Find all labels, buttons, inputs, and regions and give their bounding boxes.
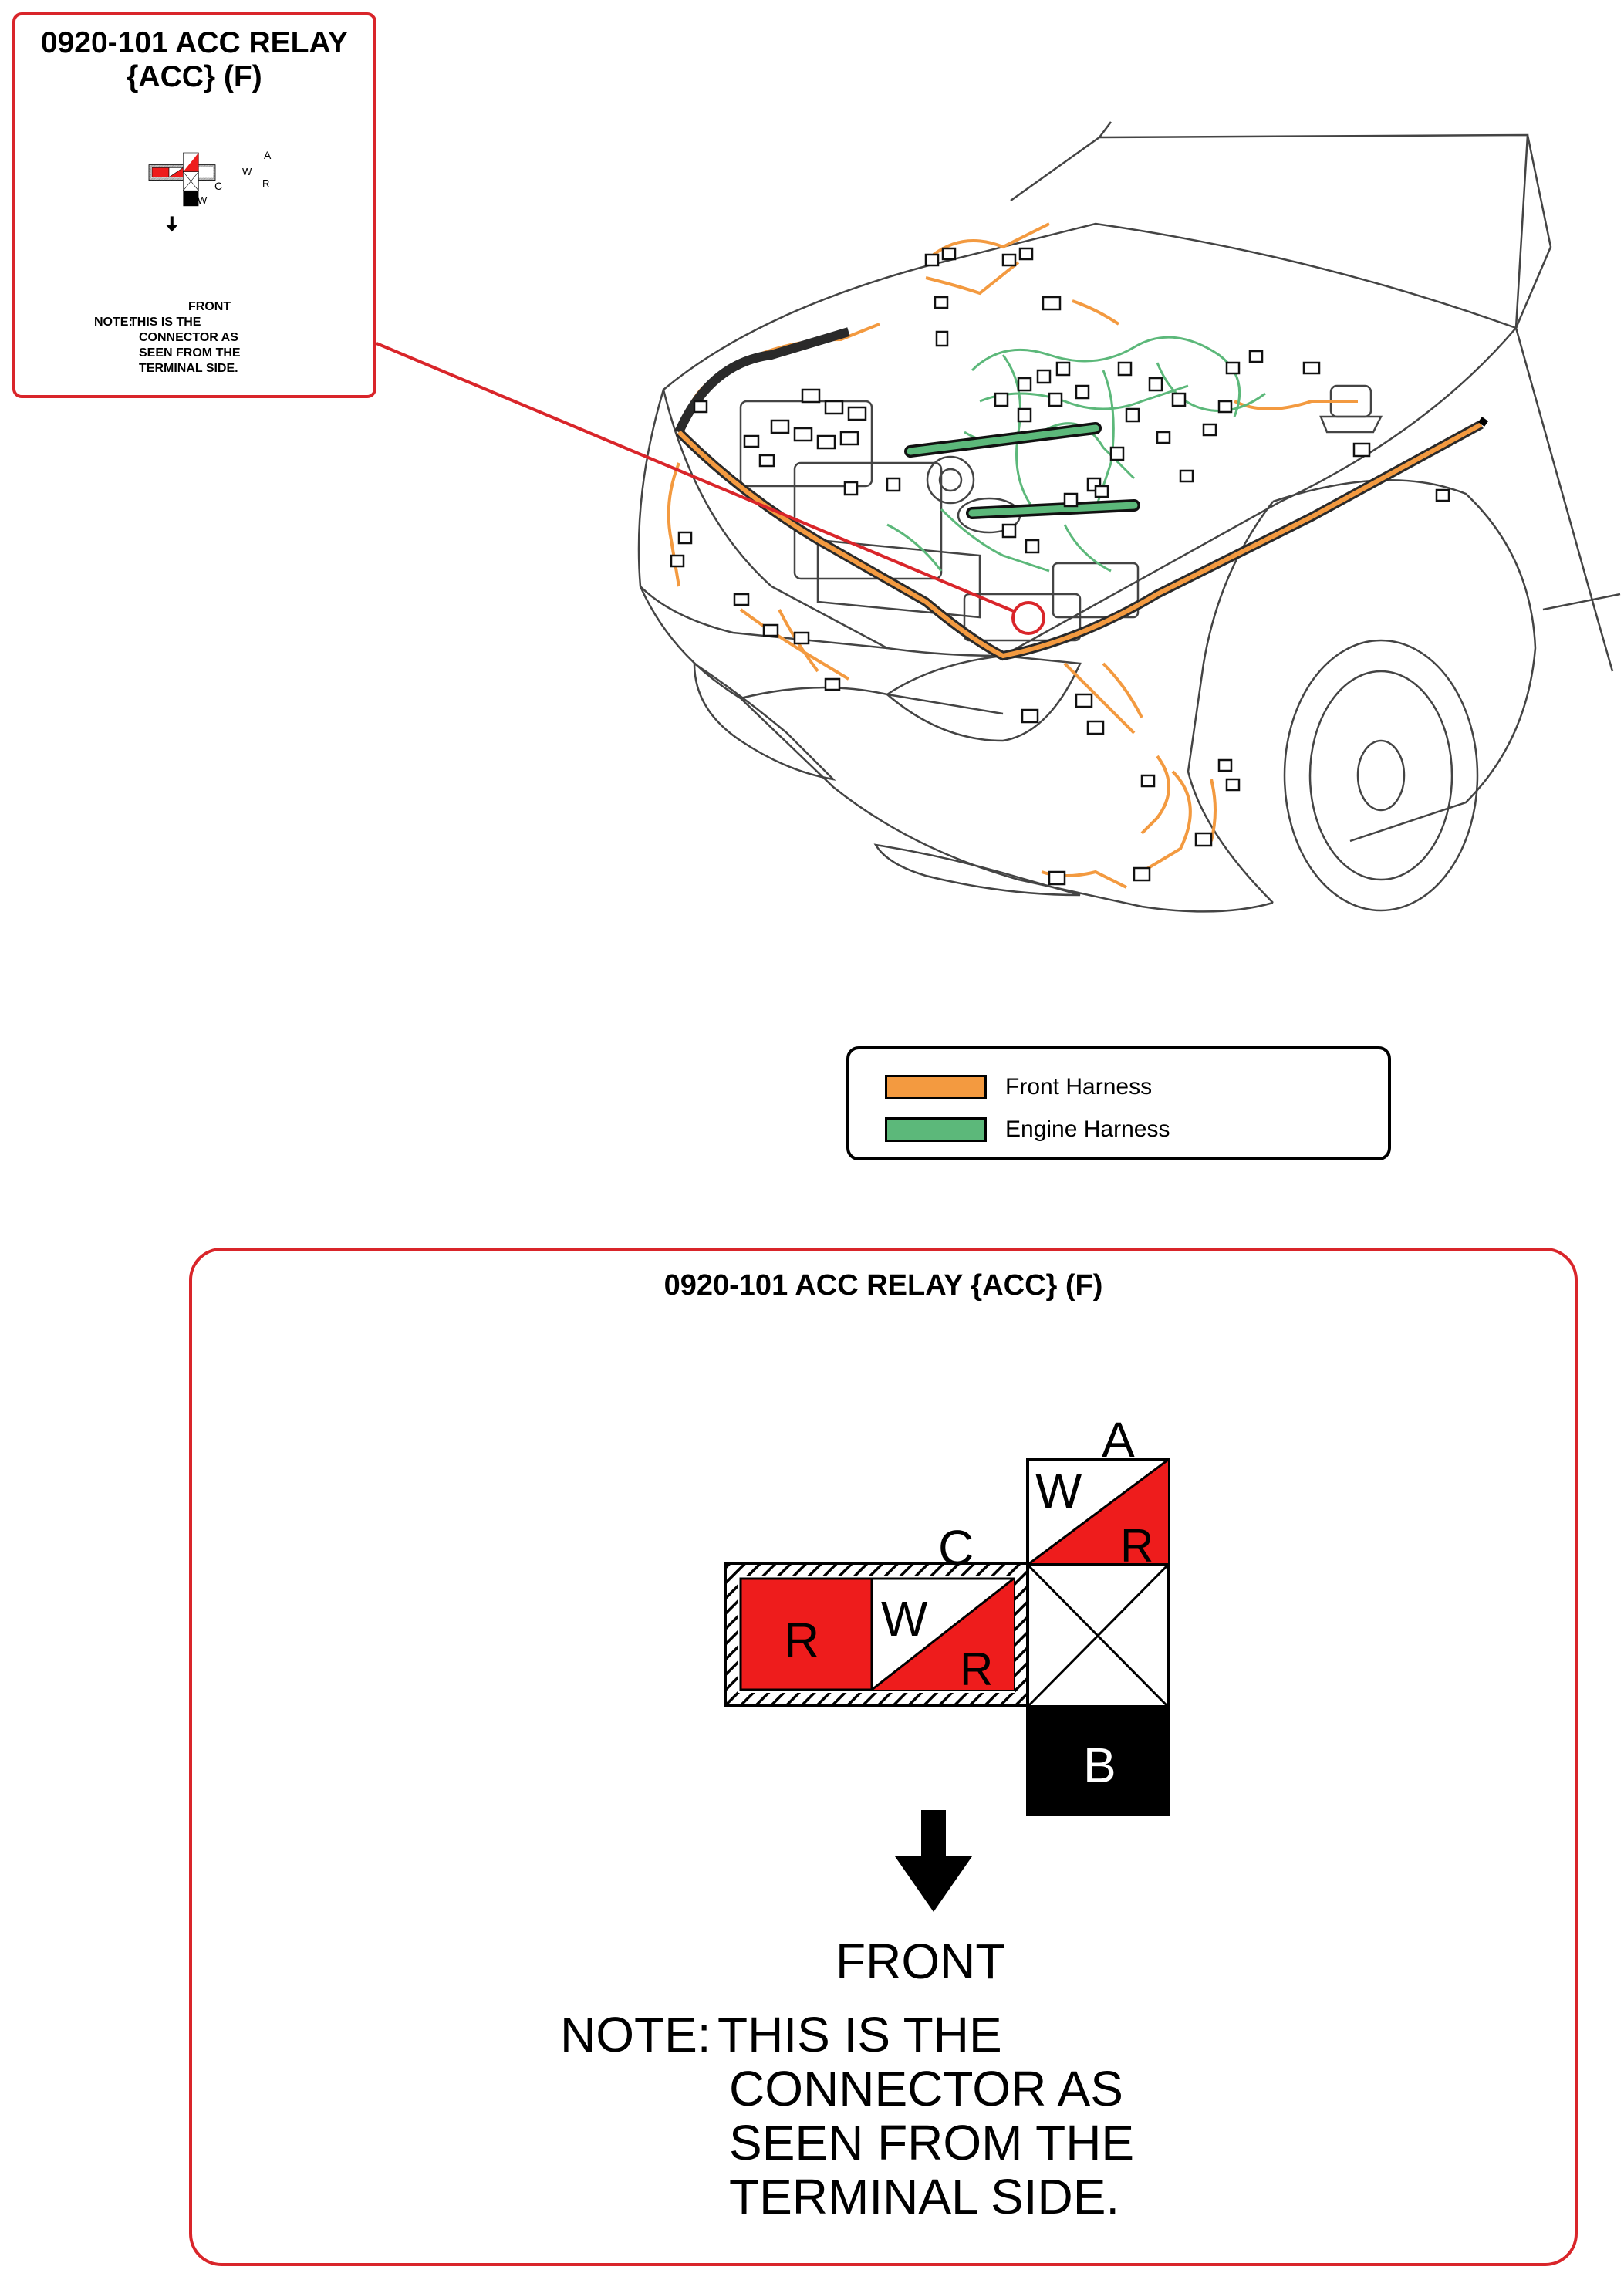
small-pin-a1-top: W	[242, 166, 252, 177]
small-pin-a1-bottom: R	[262, 177, 269, 189]
callout-large-title: 0920-101 ACC RELAY {ACC} (F)	[663, 1269, 1103, 1302]
small-note-line-4: TERMINAL SIDE.	[139, 362, 238, 375]
pin-b	[1026, 1705, 1170, 1816]
pin-c2-top-label: W	[881, 1591, 928, 1647]
pin-b-label: B	[1083, 1738, 1116, 1793]
leader-line	[376, 342, 1016, 613]
pin-c1	[739, 1577, 873, 1691]
car-harness-illustration	[637, 121, 1621, 913]
callout-small-title: 0920-101 ACC RELAY {ACC} (F)	[15, 26, 373, 94]
front-arrow-icon	[895, 1810, 972, 1912]
small-note-line-3: SEEN FROM THE	[139, 346, 241, 360]
pin-a1-top-label: W	[1035, 1463, 1082, 1518]
callout-small-title-line2: {ACC} (F)	[127, 60, 262, 93]
small-pin-b: B	[255, 234, 262, 246]
small-pin-c1: R	[170, 200, 177, 212]
small-label-a: A	[264, 149, 272, 161]
small-label-c: C	[214, 180, 222, 192]
small-note-line-2: CONNECTOR AS	[139, 331, 238, 344]
small-note-prefix: NOTE:	[94, 316, 133, 329]
legend-swatch-front-harness	[885, 1075, 987, 1099]
legend-item-engine-harness: Engine Harness	[885, 1116, 1170, 1143]
front-label: FRONT	[836, 1934, 1005, 1989]
small-front-label: FRONT	[188, 300, 231, 313]
small-pin-c2-top: W	[198, 194, 208, 206]
callout-small-title-line1: 0920-101 ACC RELAY	[40, 26, 349, 59]
note-line-3: SEEN FROM THE	[729, 2115, 1135, 2170]
connector-callout-small: 0920-101 ACC RELAY {ACC} (F) A C	[12, 12, 376, 398]
pin-c2-bottom-label: R	[960, 1643, 993, 1695]
terminal-label-c: C	[938, 1520, 974, 1576]
note-line-1: THIS IS THE	[717, 2007, 1002, 2062]
pin-a1-bottom-label: R	[1120, 1520, 1153, 1572]
harness-legend: Front Harness Engine Harness	[846, 1046, 1391, 1160]
legend-label-engine-harness: Engine Harness	[1005, 1116, 1170, 1142]
small-note-line-1: THIS IS THE	[130, 316, 201, 329]
legend-swatch-engine-harness	[885, 1117, 987, 1142]
legend-label-front-harness: Front Harness	[1005, 1074, 1153, 1099]
connector-face-small: A C R W W R B FRONT NOTE: THIS IS THE CO…	[94, 149, 272, 375]
note-prefix: NOTE:	[560, 2007, 711, 2062]
connector-callout-large: 0920-101 ACC RELAY {ACC} (F)	[189, 1248, 1578, 2266]
note-line-2: CONNECTOR AS	[729, 2061, 1123, 2116]
legend-item-front-harness: Front Harness	[885, 1073, 1152, 1101]
terminal-label-a: A	[1102, 1412, 1135, 1468]
note-line-4: TERMINAL SIDE.	[729, 2169, 1120, 2224]
pin-c1-label: R	[784, 1613, 819, 1668]
